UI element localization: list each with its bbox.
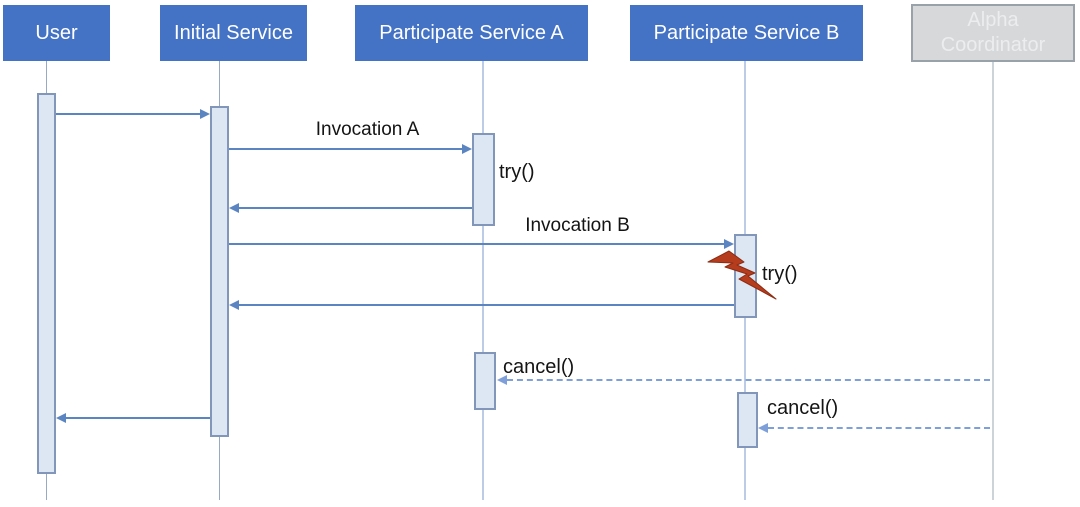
arrowhead-cancel-a — [497, 375, 507, 385]
message-line-cancel-b — [768, 427, 990, 429]
activation-service-b-cancel — [737, 392, 758, 448]
message-label-invocation-a: Invocation A — [315, 119, 420, 140]
lightning-icon — [707, 250, 777, 300]
participant-header-initial-service: Initial Service — [160, 5, 307, 61]
message-line-invocation-a — [229, 148, 462, 150]
message-line-return-b — [239, 304, 734, 306]
arrowhead-return-a — [229, 203, 239, 213]
message-line-invocation-b — [229, 243, 724, 245]
arrowhead-return-to-user — [56, 413, 66, 423]
message-line-return-a — [239, 207, 472, 209]
arrowhead-invocation-b — [724, 239, 734, 249]
activation-user — [37, 93, 56, 474]
arrowhead-return-b — [229, 300, 239, 310]
lifeline-participate-service-a — [482, 61, 484, 500]
lifeline-alpha-coordinator — [992, 62, 994, 500]
activation-initial-service — [210, 106, 229, 437]
operation-label-try-b: try() — [762, 263, 798, 285]
participant-label-participate-service-a: Participate Service A — [379, 21, 564, 44]
message-label-cancel-a: cancel() — [503, 356, 575, 378]
operation-label-try-a: try() — [499, 161, 535, 183]
message-line-user-to-initial — [56, 113, 200, 115]
participant-header-user: User — [3, 5, 110, 61]
arrowhead-cancel-b — [758, 423, 768, 433]
participant-header-participate-service-a: Participate Service A — [355, 5, 588, 61]
participant-label-initial-service: Initial Service — [174, 21, 293, 44]
participant-label-user: User — [35, 21, 78, 44]
activation-service-a-cancel — [474, 352, 496, 410]
participant-label-alpha-coordinator: Alpha Coordinator — [940, 9, 1046, 56]
arrowhead-user-to-initial — [200, 109, 210, 119]
participant-header-alpha-coordinator: Alpha Coordinator — [911, 4, 1075, 62]
message-line-cancel-a — [507, 379, 990, 381]
message-label-cancel-b: cancel() — [767, 397, 839, 419]
participant-label-participate-service-b: Participate Service B — [653, 21, 840, 44]
message-line-return-to-user — [66, 417, 210, 419]
participant-header-participate-service-b: Participate Service B — [630, 5, 863, 61]
message-label-invocation-b: Invocation B — [525, 215, 630, 236]
activation-service-a-try — [472, 133, 495, 226]
arrowhead-invocation-a — [462, 144, 472, 154]
